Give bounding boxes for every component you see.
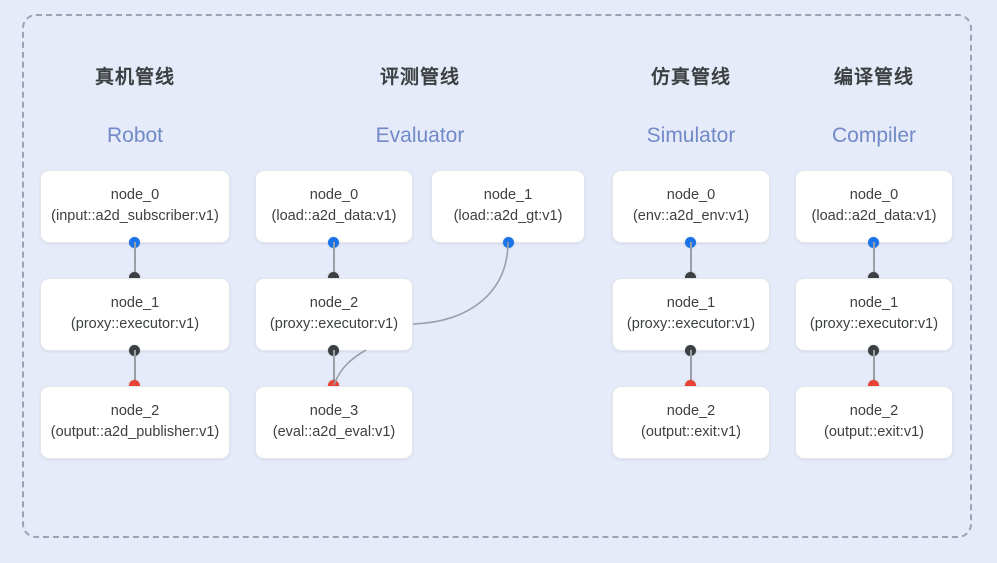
- node-name: node_2: [309, 295, 359, 312]
- column-title-en-robot: Robot: [106, 124, 164, 147]
- node-box-evaluator-node_3[interactable]: node_3 (eval::a2d_eval:v1): [255, 386, 413, 459]
- node-type: (output::a2d_publisher:v1): [50, 424, 220, 440]
- node-name: node_0: [110, 187, 160, 204]
- port-input-robot-node_2[interactable]: [129, 380, 140, 391]
- edge-robot-0-1: [134, 242, 136, 284]
- edge-robot-1-2: [134, 350, 136, 392]
- port-input-simulator-node_2[interactable]: [685, 380, 696, 391]
- diagram-dashed-frame: [22, 14, 972, 538]
- edge-compiler-0-1: [873, 242, 875, 284]
- column-title-cn-simulator: 仿真管线: [650, 67, 731, 88]
- node-box-robot-node_2[interactable]: node_2 (output::a2d_publisher:v1): [40, 386, 230, 459]
- port-output-evaluator-node_1[interactable]: [503, 237, 514, 248]
- node-name: node_1: [666, 295, 716, 312]
- node-box-robot-node_1[interactable]: node_1 (proxy::executor:v1): [40, 278, 230, 351]
- node-box-compiler-node_2[interactable]: node_2 (output::exit:v1): [795, 386, 953, 459]
- node-type: (proxy::executor:v1): [269, 316, 399, 332]
- port-input-simulator-node_1[interactable]: [685, 272, 696, 283]
- node-type: (load::a2d_gt:v1): [453, 208, 563, 224]
- node-name: node_0: [849, 187, 899, 204]
- port-input-compiler-node_2[interactable]: [868, 380, 879, 391]
- edge-simulator-0-1: [690, 242, 692, 284]
- node-box-evaluator-node_0[interactable]: node_0 (load::a2d_data:v1): [255, 170, 413, 243]
- node-type: (output::exit:v1): [641, 424, 741, 440]
- node-box-simulator-node_1[interactable]: node_1 (proxy::executor:v1): [612, 278, 770, 351]
- edge-curve-evaluator-node_2-to-node_3: [333, 349, 367, 386]
- node-box-simulator-node_2[interactable]: node_2 (output::exit:v1): [612, 386, 770, 459]
- node-type: (env::a2d_env:v1): [632, 208, 750, 224]
- node-type: (proxy::executor:v1): [809, 316, 939, 332]
- node-box-compiler-node_1[interactable]: node_1 (proxy::executor:v1): [795, 278, 953, 351]
- node-type: (proxy::executor:v1): [626, 316, 756, 332]
- node-box-evaluator-node_2[interactable]: node_2 (proxy::executor:v1): [255, 278, 413, 351]
- node-type: (output::exit:v1): [824, 424, 924, 440]
- node-name: node_2: [849, 403, 899, 420]
- node-box-simulator-node_0[interactable]: node_0 (env::a2d_env:v1): [612, 170, 770, 243]
- column-title-en-compiler: Compiler: [831, 124, 917, 147]
- port-input-evaluator-node_2[interactable]: [328, 272, 339, 283]
- node-type: (proxy::executor:v1): [70, 316, 200, 332]
- node-type: (load::a2d_data:v1): [811, 208, 937, 224]
- column-title-cn-evaluator: 评测管线: [379, 67, 460, 88]
- edge-simulator-1-2: [690, 350, 692, 392]
- node-type: (load::a2d_data:v1): [271, 208, 397, 224]
- column-title-en-evaluator: Evaluator: [375, 124, 465, 147]
- node-name: node_0: [666, 187, 716, 204]
- node-box-evaluator-node_1[interactable]: node_1 (load::a2d_gt:v1): [431, 170, 585, 243]
- port-input-evaluator-node_3[interactable]: [328, 380, 339, 391]
- edge-curve-evaluator-node_1-to-node_2: [412, 241, 509, 325]
- column-title-cn-robot: 真机管线: [94, 67, 175, 88]
- edge-evaluator-0-2: [333, 242, 335, 284]
- node-name: node_1: [483, 187, 533, 204]
- node-name: node_0: [309, 187, 359, 204]
- node-box-robot-node_0[interactable]: node_0 (input::a2d_subscriber:v1): [40, 170, 230, 243]
- node-type: (eval::a2d_eval:v1): [272, 424, 396, 440]
- node-name: node_2: [666, 403, 716, 420]
- port-input-compiler-node_1[interactable]: [868, 272, 879, 283]
- column-title-cn-compiler: 编译管线: [833, 67, 914, 88]
- port-input-robot-node_1[interactable]: [129, 272, 140, 283]
- edge-compiler-1-2: [873, 350, 875, 392]
- node-name: node_1: [849, 295, 899, 312]
- node-type: (input::a2d_subscriber:v1): [51, 208, 219, 224]
- node-name: node_1: [110, 295, 160, 312]
- column-title-en-simulator: Simulator: [646, 124, 736, 147]
- node-box-compiler-node_0[interactable]: node_0 (load::a2d_data:v1): [795, 170, 953, 243]
- node-name: node_2: [110, 403, 160, 420]
- node-name: node_3: [309, 403, 359, 420]
